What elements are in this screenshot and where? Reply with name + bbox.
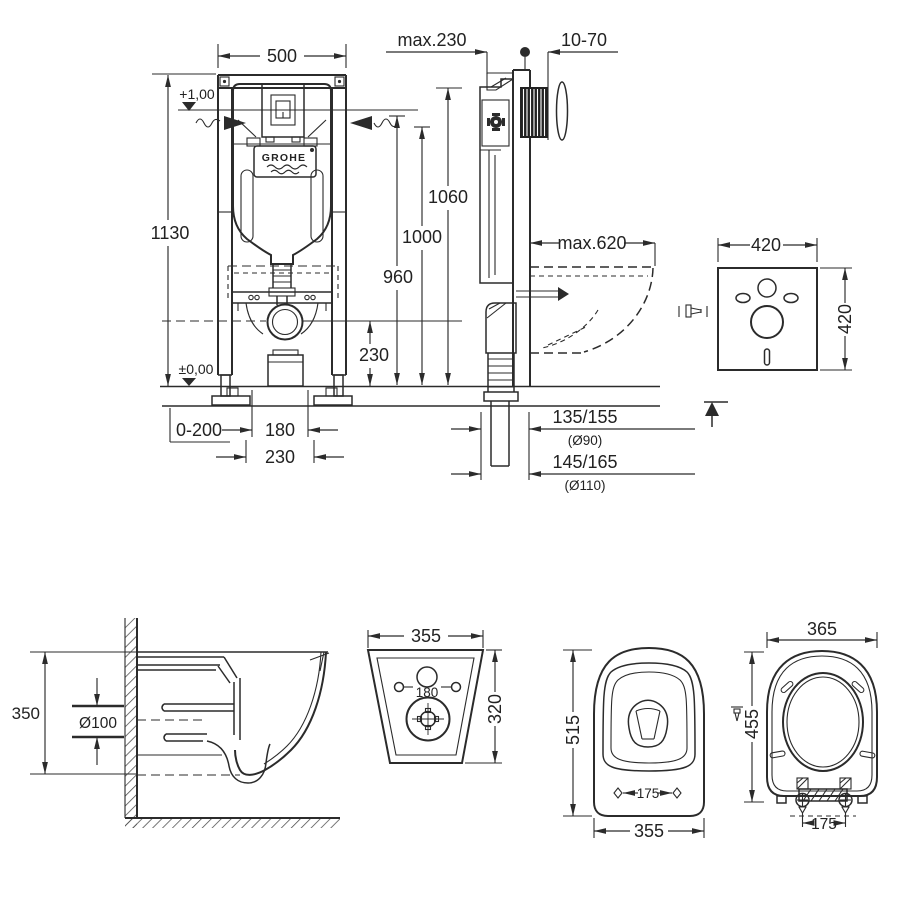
dim-hinge-spacing: 175: [811, 816, 837, 833]
dim-bolt-spacing: 180: [265, 420, 295, 440]
cut-arrow-right-icon: [350, 116, 399, 130]
dim-drain-a-dia: (Ø90): [568, 433, 603, 448]
water-level-icon: [182, 102, 196, 111]
level-top-label: +1,00: [179, 86, 215, 102]
dim-plate-width: 420: [751, 235, 781, 255]
dim-bowl-depth: max.620: [557, 233, 626, 253]
screw-icon: [678, 304, 708, 318]
frame-side-view: max.230 10-70: [386, 30, 695, 493]
vertical-dimensions: 230 960 1000 1060: [359, 87, 468, 387]
bowl-top-view: 515 175 355: [563, 646, 743, 841]
dim-drain-b-dia: (Ø110): [564, 478, 605, 493]
dim-top-length: 515: [563, 715, 583, 745]
up-arrow-icon: [704, 401, 728, 427]
bowl-back-view: 355 180 320: [366, 626, 505, 764]
dim-top-width: 355: [634, 821, 664, 841]
dim-outlet-height: 230: [359, 345, 389, 365]
seat-hinge-hardware: [795, 777, 853, 815]
dim-frame-width: 500: [267, 46, 297, 66]
gear-icon: [487, 113, 505, 131]
sound-insulation-plate-view: 420 420: [678, 235, 855, 427]
screw-icon-small: [731, 706, 743, 722]
dim-top-holes: 175: [637, 786, 660, 801]
level-zero-label: ±0,00: [179, 361, 214, 377]
actuator-recess-block: [520, 87, 548, 138]
dim-h1060: 1060: [428, 187, 468, 207]
cut-arrow-left-icon: [195, 116, 246, 130]
dim-foot-adjust: 0-200: [176, 420, 222, 440]
dim-plate-height: 420: [835, 304, 855, 334]
dim-seat-width: 365: [807, 619, 837, 639]
dim-h960: 960: [383, 267, 413, 287]
brand-label: GROHE: [262, 152, 307, 164]
dim-drain-b: 145/165: [552, 452, 617, 472]
dim-h1000: 1000: [402, 227, 442, 247]
dim-wall-range: 10-70: [561, 30, 607, 50]
grohe-logo: GROHE: [253, 145, 317, 178]
dim-bowl-height: 350: [12, 704, 40, 723]
seat-view: 365 455: [742, 619, 878, 833]
floor-level-icon: [182, 378, 196, 386]
wall-hatch: [125, 618, 137, 828]
anchor-dot-icon: [520, 47, 530, 57]
frame-front-view: 500 1130 +1,00: [151, 44, 660, 467]
floor-hatch: [125, 818, 340, 828]
dim-back-width: 355: [411, 626, 441, 646]
dim-back-height: 320: [485, 694, 505, 724]
dim-back-holes: 180: [416, 685, 439, 700]
dim-pipe-spacing: 230: [265, 447, 295, 467]
dim-seat-length: 455: [742, 709, 762, 739]
flush-plate-profile: [555, 81, 569, 141]
dim-frame-height: 1130: [151, 223, 190, 243]
dim-top-offset: max.230: [397, 30, 466, 50]
dim-drain-a: 135/155: [552, 407, 617, 427]
dim-pipe-dia: Ø100: [79, 715, 117, 732]
bowl-side-view: 350 Ø100: [12, 618, 340, 828]
